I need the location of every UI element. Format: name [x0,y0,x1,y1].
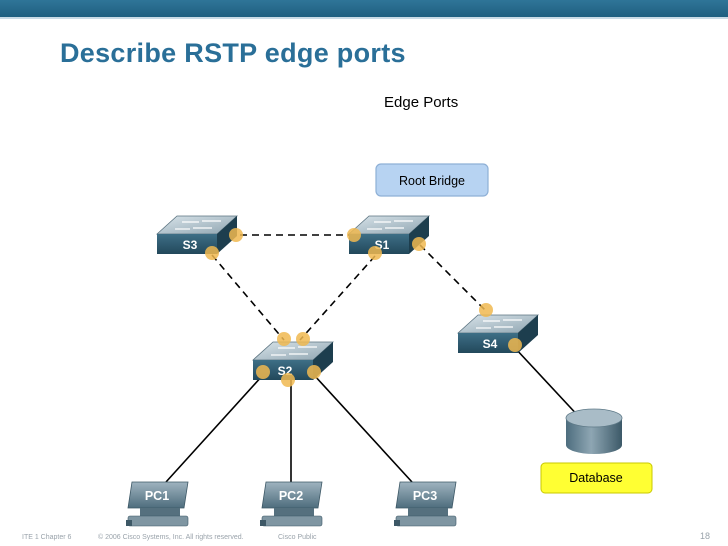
header-bar [0,0,728,17]
switch-s3-label: S3 [183,238,198,252]
footer-copyright: © 2006 Cisco Systems, Inc. All rights re… [98,534,244,541]
port-dot [229,228,243,242]
root-bridge-label: Root Bridge [399,174,465,188]
diagram-subtitle: Edge Ports [384,94,459,111]
port-dot [277,332,291,346]
link-s2-pc3 [313,374,413,483]
port-dot [347,228,361,242]
root-bridge-box: Root Bridge [375,163,489,197]
pc-icon [260,481,323,527]
port-dot [508,338,522,352]
switch-icon [271,346,317,356]
switch-icon [175,220,221,230]
page-number: 18 [700,531,711,541]
link-s4-database [514,347,583,421]
slide-title: Describe RSTP edge ports [60,38,406,68]
port-dot [479,303,493,317]
header-divider [0,17,728,19]
pc1-label: PC1 [145,489,169,503]
database-icon [565,408,623,454]
pc2-label: PC2 [279,489,303,503]
switch-s3: S3 [155,215,239,254]
switch-icon [476,319,522,329]
port-dot [281,373,295,387]
database-label: Database [569,471,623,485]
switch-s4: S4 [456,314,540,353]
port-dot [205,246,219,260]
pc-pc3: PC3 [394,481,457,527]
port-indicators [205,228,522,387]
database-box: Database [540,462,653,494]
switch-s4-label: S4 [483,337,498,351]
footer-course: ITE 1 Chapter 6 [22,534,72,541]
link-s2-pc1 [165,374,264,483]
pc-pc1: PC1 [126,481,189,527]
port-dot [296,332,310,346]
link-s3-s2 [211,254,285,341]
pc3-label: PC3 [413,489,437,503]
link-s1-s2 [299,255,376,341]
link-s1-s4 [419,244,488,313]
pc-pc2: PC2 [260,481,323,527]
pc-icon [126,481,189,527]
port-dot [307,365,321,379]
footer-classification: Cisco Public [278,534,317,541]
switch-s1: S1 [347,215,431,254]
links [165,234,583,483]
port-dot [256,365,270,379]
pc-icon [394,481,457,527]
port-dot [368,246,382,260]
port-dot [412,237,426,251]
switch-icon [367,220,413,230]
